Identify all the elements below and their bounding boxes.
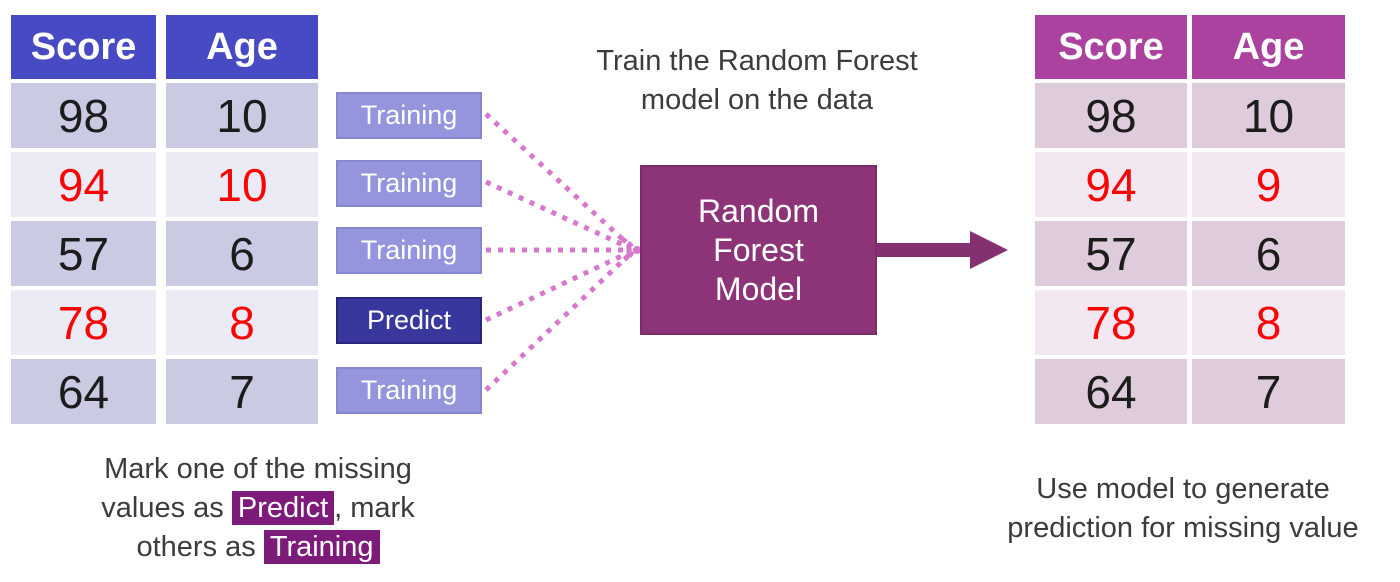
table-cell: 57	[1035, 221, 1187, 286]
table-cell: 10	[1192, 83, 1345, 148]
table-cell-predicted: 9	[1192, 152, 1345, 217]
table-cell: 64	[11, 359, 156, 424]
bottom-right-caption: Use model to generate prediction for mis…	[953, 470, 1400, 548]
dotted-connector-5	[484, 252, 632, 392]
input-table-header-score: Score	[11, 15, 156, 79]
bl-caption-line3-pre: others as	[136, 531, 264, 563]
table-cell-predicted: 94	[1035, 152, 1187, 217]
table-cell: 64	[1035, 359, 1187, 424]
br-caption-line2: prediction for missing value	[1007, 512, 1359, 544]
bl-caption-line3: others as Training	[28, 528, 488, 567]
flow-arrow-head	[970, 231, 1008, 269]
top-caption: Train the Random Forest model on the dat…	[557, 42, 957, 120]
dotted-connector-4	[484, 249, 632, 323]
training-highlight: Training	[263, 530, 380, 564]
table-cell: 57	[11, 221, 156, 286]
converge-arc-inner	[626, 240, 635, 260]
table-cell-predicted: 8	[1192, 290, 1345, 355]
predict-highlight: Predict	[231, 491, 335, 525]
tag-predict: Predict	[336, 297, 482, 344]
bl-caption-line1: Mark one of the missing	[104, 453, 412, 485]
output-table-header-age: Age	[1192, 15, 1345, 79]
table-cell: 10	[166, 83, 318, 148]
table-cell: 98	[11, 83, 156, 148]
dotted-connector-1	[484, 112, 632, 248]
table-cell: 98	[1035, 83, 1187, 148]
tag-training-3: Training	[336, 227, 482, 274]
table-cell-predicted: 78	[1035, 290, 1187, 355]
table-cell: 7	[166, 359, 318, 424]
model-box-line2: Forest	[713, 231, 804, 268]
bl-caption-line2-post: , mark	[334, 492, 415, 524]
table-cell-missing: 10	[166, 152, 318, 217]
table-cell: 7	[1192, 359, 1345, 424]
model-box-line1: Random	[698, 192, 819, 229]
table-cell-missing: 94	[11, 152, 156, 217]
dotted-connector-2	[484, 179, 632, 251]
input-table-header-age: Age	[166, 15, 318, 79]
tag-training-2: Training	[336, 160, 482, 207]
output-table: Score Age 98 10 94 9 57 6 78 8 64 7	[1035, 15, 1345, 424]
input-table: Score Age 98 10 94 10 57 6 78 8 64 7	[11, 15, 318, 424]
bl-caption-line2-pre: values as	[101, 492, 232, 524]
top-caption-line2: model on the data	[640, 84, 874, 116]
br-caption-line1: Use model to generate	[1036, 473, 1330, 505]
top-caption-line1: Train the Random Forest	[596, 45, 918, 77]
table-cell: 6	[166, 221, 318, 286]
tag-training-4: Training	[336, 367, 482, 414]
table-cell-missing: 78	[11, 290, 156, 355]
table-cell-missing: 8	[166, 290, 318, 355]
table-cell: 6	[1192, 221, 1345, 286]
bottom-left-caption: Mark one of the missing values as Predic…	[28, 450, 488, 567]
model-box-line3: Model	[714, 270, 803, 307]
bl-caption-line2: values as Predict, mark	[28, 489, 488, 528]
converge-arc-outer	[620, 236, 632, 264]
output-table-header-score: Score	[1035, 15, 1187, 79]
random-forest-model-box: Random Forest Model	[640, 165, 877, 335]
tag-training-1: Training	[336, 92, 482, 139]
